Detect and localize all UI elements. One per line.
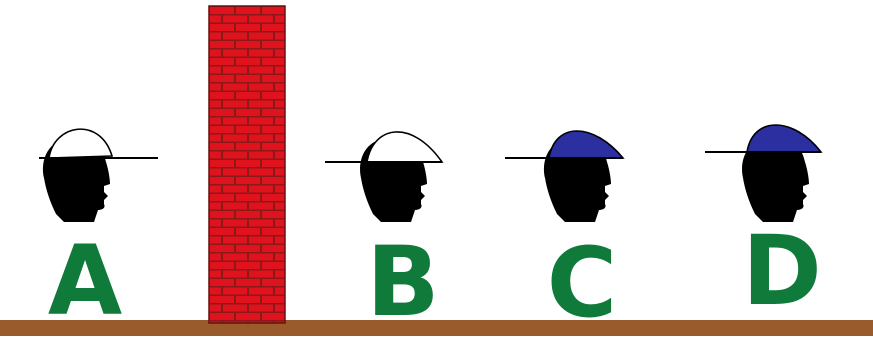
label-c: C (522, 235, 642, 331)
hat-c (505, 131, 623, 158)
person-d (705, 125, 821, 222)
hat-b (325, 132, 442, 162)
hat-d (705, 125, 821, 152)
label-b: B (343, 234, 463, 330)
label-d: D (722, 223, 842, 319)
hat-crown (747, 125, 821, 152)
person-b (325, 132, 442, 222)
hat-crown (49, 129, 112, 158)
hat-crown (367, 132, 442, 162)
label-a: A (25, 233, 145, 329)
brick-wall (209, 6, 285, 323)
person-c (505, 131, 623, 222)
hat-a (39, 129, 158, 158)
hat-crown (549, 131, 623, 158)
person-a (39, 129, 158, 222)
